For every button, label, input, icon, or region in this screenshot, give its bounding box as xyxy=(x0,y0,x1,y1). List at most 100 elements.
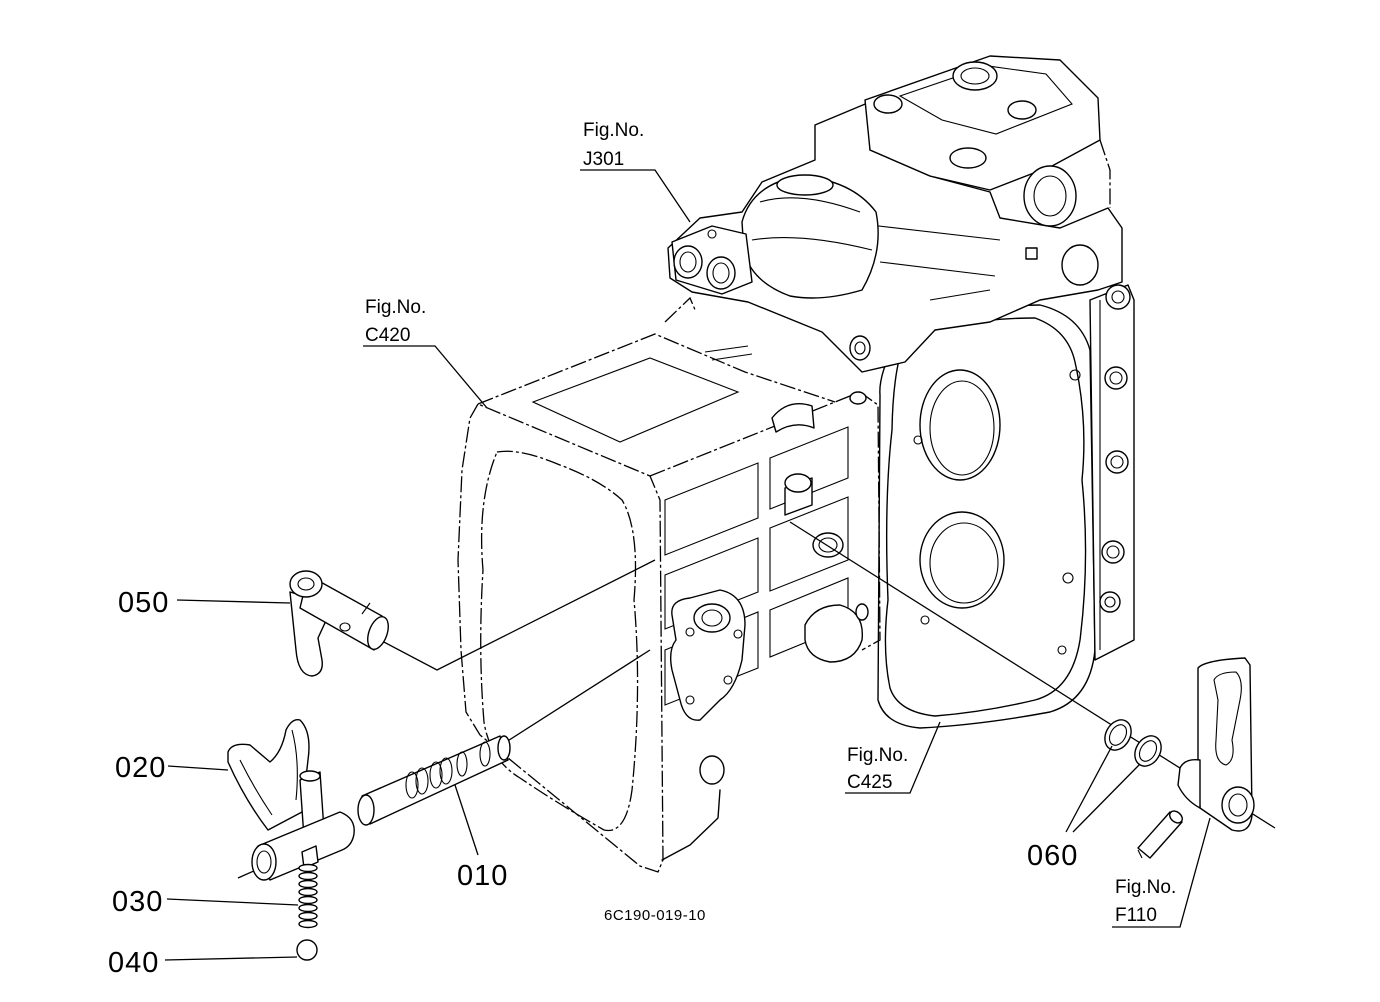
fork-hub-end xyxy=(251,843,277,881)
part-010-fork-rod xyxy=(357,735,511,826)
top-port-outer xyxy=(952,61,998,91)
port-bolt-hole xyxy=(685,627,695,637)
top-boss xyxy=(1007,100,1037,120)
part-040-ball xyxy=(296,939,318,961)
case-front-face xyxy=(457,403,664,873)
side-rib xyxy=(769,426,849,510)
side-boss xyxy=(1101,540,1125,564)
lower-boss xyxy=(849,335,871,361)
right-bore-inner xyxy=(1033,175,1067,217)
spring-coil xyxy=(298,879,318,889)
top-right-boss xyxy=(849,391,867,405)
port-bolt-hole xyxy=(723,675,733,685)
side-boss xyxy=(1105,450,1129,474)
case-top-recess xyxy=(531,357,740,443)
spring-coil xyxy=(298,871,318,881)
side-rib xyxy=(769,496,849,592)
flange-hole xyxy=(913,435,923,445)
spring-coil xyxy=(298,863,318,873)
top-boss xyxy=(949,147,987,169)
top-port-inner xyxy=(960,67,990,85)
lever-shaft-end xyxy=(367,616,389,650)
part-label-060: 060 xyxy=(1027,840,1078,872)
flange-hole xyxy=(1069,369,1081,381)
side-boss-hole xyxy=(1106,545,1120,559)
shift-shaft-bore xyxy=(812,532,844,558)
fig-ref-j301-caption: Fig.No. xyxy=(583,120,644,141)
lower-boss-hole xyxy=(854,341,866,355)
lever-f110 xyxy=(1177,657,1255,832)
fig-ref-c420-caption: Fig.No. xyxy=(365,297,426,318)
fig-ref-c420-code: C420 xyxy=(365,325,410,346)
diagram-code: 6C190-019-10 xyxy=(604,907,706,924)
flange-face xyxy=(884,317,1087,717)
fork-plate xyxy=(227,719,310,831)
part-label-020: 020 xyxy=(115,752,166,784)
port-outer xyxy=(706,256,736,290)
right-bore-outer xyxy=(1023,165,1077,227)
spring-coil xyxy=(298,895,318,905)
spring-coil xyxy=(298,911,318,921)
leader-030 xyxy=(166,898,299,906)
shaft-boss-top xyxy=(784,473,812,493)
o-ring-outer xyxy=(1134,735,1162,767)
part-label-040: 040 xyxy=(108,947,159,979)
axis-line-050 xyxy=(379,559,656,671)
cover-lug xyxy=(1025,247,1038,260)
leader-c425 xyxy=(845,721,941,794)
leader-j301 xyxy=(580,169,691,223)
leader-f110 xyxy=(1112,817,1211,928)
fig-ref-c425-caption: Fig.No. xyxy=(847,745,908,766)
part-label-010: 010 xyxy=(457,860,508,892)
top-boss xyxy=(873,94,903,114)
spring-coil xyxy=(298,887,318,897)
cover-base xyxy=(667,101,1123,373)
lever-hole-boss xyxy=(1221,786,1255,824)
transmission-case-c420 xyxy=(457,333,881,873)
fig-ref-c425-code: C425 xyxy=(847,772,892,793)
flange-hole xyxy=(920,615,930,625)
side-port-outer xyxy=(693,603,731,633)
lower-bore-inner xyxy=(929,522,999,604)
flange-hole xyxy=(1057,645,1067,655)
lower-bore-outer xyxy=(919,511,1005,609)
cover-strut xyxy=(869,224,1001,301)
dome-ridge xyxy=(751,197,873,251)
side-small-boss xyxy=(855,603,869,621)
labels: Fig.No. J301 Fig.No. C420 Fig.No. C425 F… xyxy=(108,120,1176,979)
fig-ref-j301-code: J301 xyxy=(583,149,624,170)
case-front-gasket-outline xyxy=(480,450,639,832)
leader-050 xyxy=(176,599,291,604)
pin-end xyxy=(1169,810,1183,824)
rod-end xyxy=(357,794,375,826)
spring-coil xyxy=(298,919,318,929)
lever-pin-hole xyxy=(339,622,351,632)
fork-upright-top xyxy=(299,770,321,782)
o-ring-inner xyxy=(1138,740,1158,762)
port-inner xyxy=(712,262,730,284)
lever-slot xyxy=(1213,671,1242,766)
leader-010 xyxy=(454,784,479,856)
port-bolt-hole xyxy=(733,629,743,639)
part-030-spring xyxy=(298,863,318,929)
side-boss xyxy=(1104,366,1128,390)
pin-tip xyxy=(1137,849,1143,859)
side-rib xyxy=(664,537,759,630)
bottom-knob xyxy=(699,755,725,785)
cover-top-block xyxy=(864,55,1101,191)
side-boss-hole xyxy=(1104,596,1116,608)
rod-groove xyxy=(429,761,443,789)
fork-hub-bore xyxy=(256,850,272,874)
fork-inner-edge xyxy=(239,729,298,816)
port-bolt-hole xyxy=(685,695,695,705)
fork-detent-boss xyxy=(301,845,319,869)
part-label-050: 050 xyxy=(118,587,169,619)
upper-bore-outer xyxy=(919,369,1001,481)
fig-ref-f110-caption: Fig.No. xyxy=(1115,877,1176,898)
leader-lines xyxy=(164,169,1211,961)
case-top-edge xyxy=(477,333,836,405)
rod-groove xyxy=(479,741,491,767)
rod-body xyxy=(361,735,509,825)
lever-hub xyxy=(289,570,323,598)
